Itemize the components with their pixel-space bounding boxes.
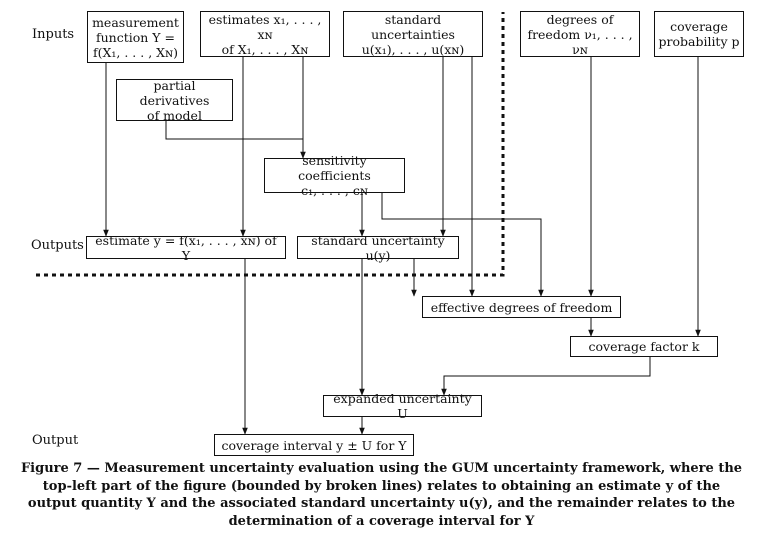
arrow-partial-to-sensitivity: [165, 121, 303, 140]
boundary-dashed-line: [36, 12, 505, 277]
inputs-label: Inputs: [32, 27, 75, 42]
standard-uncertainties-box: standard uncertainties u(x₁), . . . , u(…: [343, 11, 483, 57]
estimate-y-box: estimate y = f(x₁, . . . , xɴ) of Y: [86, 233, 286, 263]
coverage-factor-box: coverage factor k: [570, 336, 718, 357]
expanded-uncertainty-box: expanded uncertainty U: [323, 391, 482, 421]
output-label: Output: [32, 433, 79, 448]
coverage-probability-box: coverage probability p: [654, 11, 744, 57]
degrees-of-freedom-box: degrees of freedom ν₁, . . . , νɴ: [520, 11, 640, 57]
flow-diagram: [36, 12, 701, 435]
outputs-label: Outputs: [31, 238, 84, 253]
arrow-factor-to-expanded: [441, 357, 651, 396]
coverage-interval-box: coverage interval y ± U for Y: [214, 434, 414, 456]
arrow-sensitivity-to-dof: [381, 193, 544, 297]
standard-uncertainty-y-box: standard uncertainty u(y): [297, 233, 459, 263]
sensitivity-coefficients-box: sensitivity coefficients c₁, . . . , cɴ: [264, 153, 405, 198]
estimates-inputs-box: estimates x₁, . . . , xɴ of X₁, . . . , …: [200, 11, 330, 57]
partial-derivatives-box: partial derivatives of model: [116, 78, 233, 123]
figure-caption: Figure 7 — Measurement uncertainty evalu…: [20, 461, 743, 529]
measurement-function-box: measurement function Y = f(X₁, . . . , X…: [87, 11, 184, 63]
effective-dof-box: effective degrees of freedom: [422, 296, 621, 318]
